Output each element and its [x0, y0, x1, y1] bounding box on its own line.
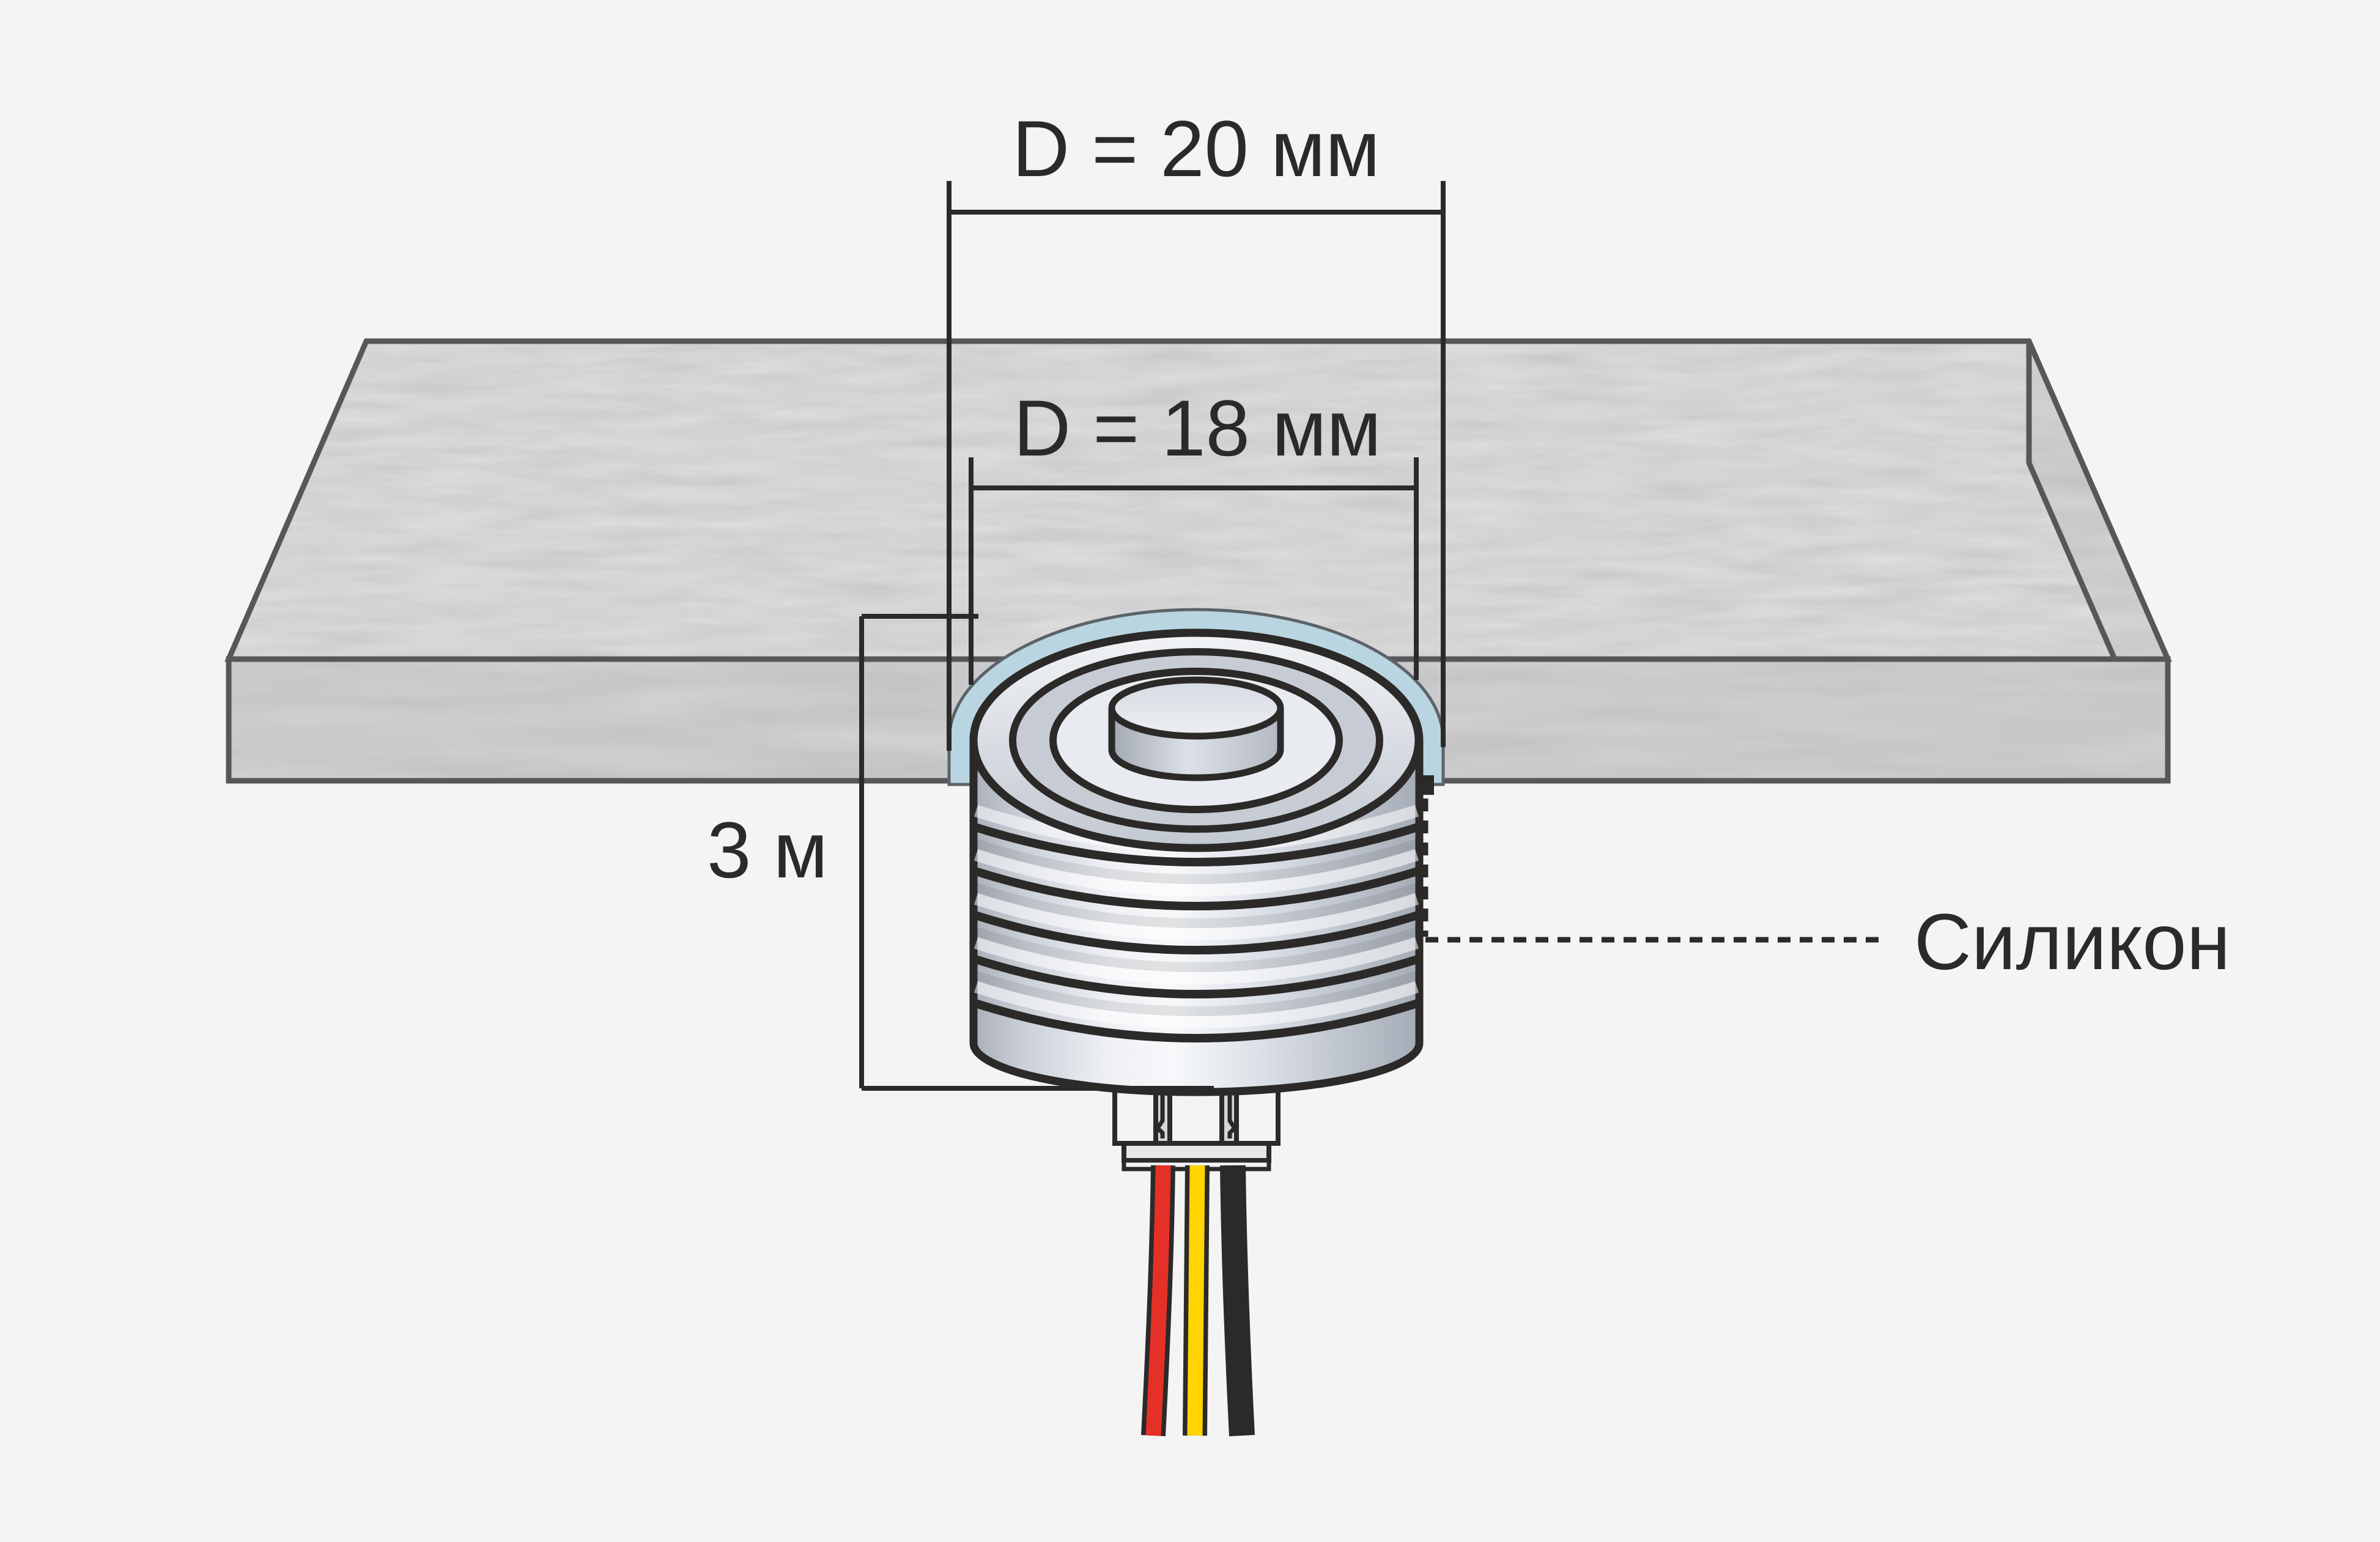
dim-18mm-label: D = 18 мм: [1013, 383, 1381, 473]
dimension-18mm: [969, 457, 1419, 685]
wire-red: [1145, 1165, 1171, 1436]
dim-3m-label: 3 м: [707, 805, 828, 895]
device-center-cylinder: [1108, 676, 1284, 781]
dimension-3m: [859, 614, 1214, 1091]
connector-flange: [1122, 1141, 1271, 1163]
wire-black: [1220, 1165, 1255, 1437]
slab-top-face: [224, 338, 2172, 662]
connector-block-left: [1112, 1088, 1158, 1146]
device-rib-groove: [972, 998, 1421, 1042]
leader-marker: [1417, 775, 1434, 795]
wire-yellow: [1187, 1165, 1205, 1436]
connector-clip-left: [1155, 1094, 1165, 1138]
device: [969, 629, 1424, 1096]
device-top-face: [969, 629, 1423, 852]
dimension-20mm: [947, 181, 1446, 751]
silicone-label: Силикон: [1914, 897, 2230, 986]
connector-clip-right: [1227, 1094, 1238, 1138]
device-rib-groove: [972, 954, 1421, 998]
connector: [1112, 1088, 1281, 1171]
wires: [1141, 1165, 1255, 1437]
device-rib-groove: [972, 910, 1421, 954]
dim-20mm-label: D = 20 мм: [1012, 104, 1380, 193]
connector-block-center: [1167, 1088, 1224, 1146]
device-rib-groove: [972, 866, 1421, 910]
silicone-leader: [1417, 775, 1887, 943]
connector-block-right: [1234, 1088, 1281, 1146]
device-rib-groove: [972, 822, 1421, 866]
